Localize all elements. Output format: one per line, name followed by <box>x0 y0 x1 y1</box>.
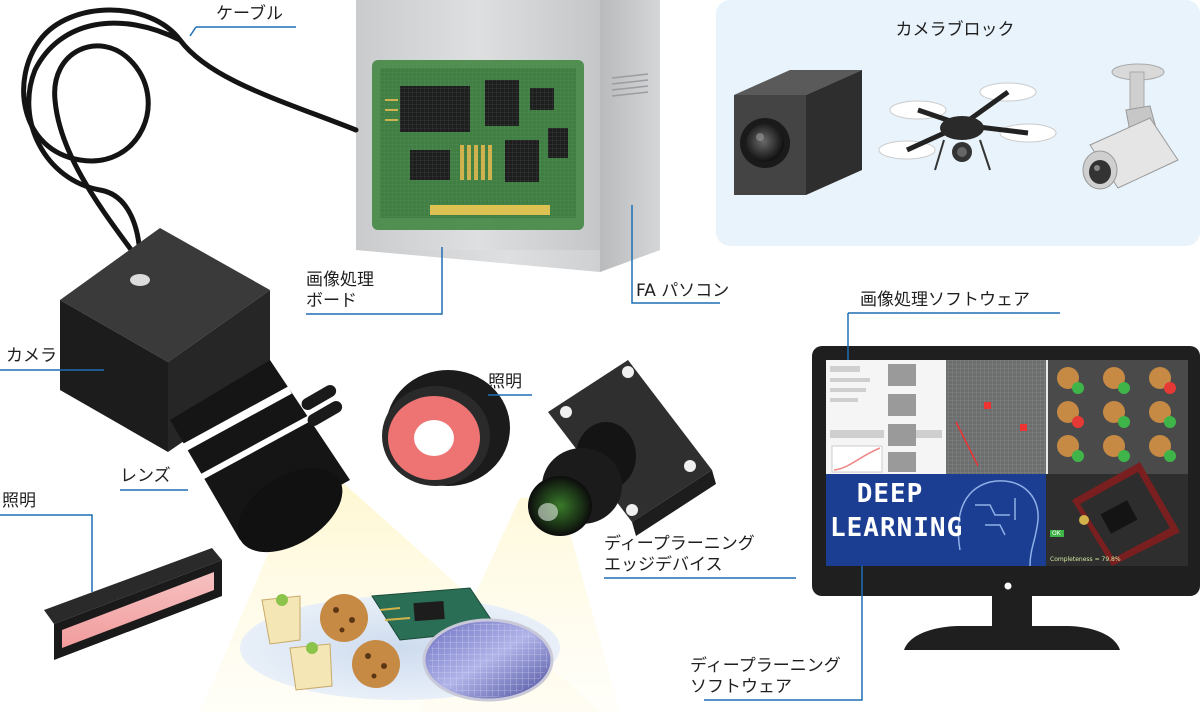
edge-device-illustration <box>528 360 716 536</box>
ok-badge: OK <box>1052 530 1061 537</box>
camera-block-title: カメラブロック <box>895 20 1015 40</box>
leader-lines <box>0 26 1060 701</box>
label-cable: ケーブル <box>216 4 283 24</box>
result-cookie-grid <box>1057 367 1176 462</box>
bar-light-illustration <box>44 548 222 660</box>
lens-illustration <box>170 360 350 553</box>
silicon-wafer-icon <box>422 618 554 702</box>
drone-icon <box>878 82 1057 171</box>
check-mark-icon <box>1072 382 1176 462</box>
label-ring-light: 照明 <box>488 372 522 392</box>
cookie-icon <box>320 594 400 688</box>
label-image-processing-board: 画像処理 ボード <box>306 270 374 311</box>
label-camera: カメラ <box>6 346 57 366</box>
label-edge-device: ディープラーニング エッジデバイス <box>604 534 755 575</box>
shumai-icon <box>261 594 333 691</box>
image-processing-board-illustration <box>372 60 584 230</box>
monitor-illustration <box>812 346 1200 650</box>
brain-head-icon <box>957 480 1039 567</box>
deep-learning-banner-text: DEEP LEARNING <box>830 479 964 543</box>
label-fa-pc: FA パソコン <box>636 281 730 301</box>
label-dl-software: ディープラーニング ソフトウェア <box>690 656 841 697</box>
cable-illustration <box>21 7 359 265</box>
status-text: Completeness = 79.8% <box>1050 556 1121 563</box>
box-camera-icon <box>734 70 862 195</box>
fa-pc-illustration <box>356 0 660 272</box>
inspected-objects <box>261 587 554 702</box>
label-image-processing-software: 画像処理ソフトウェア <box>860 290 1030 310</box>
deep-learning-banner <box>826 474 1046 566</box>
surveillance-camera-icon <box>1082 63 1179 190</box>
label-lens: レンズ <box>120 466 171 486</box>
ring-light-illustration <box>382 370 510 486</box>
label-bar-light: 照明 <box>2 491 36 511</box>
